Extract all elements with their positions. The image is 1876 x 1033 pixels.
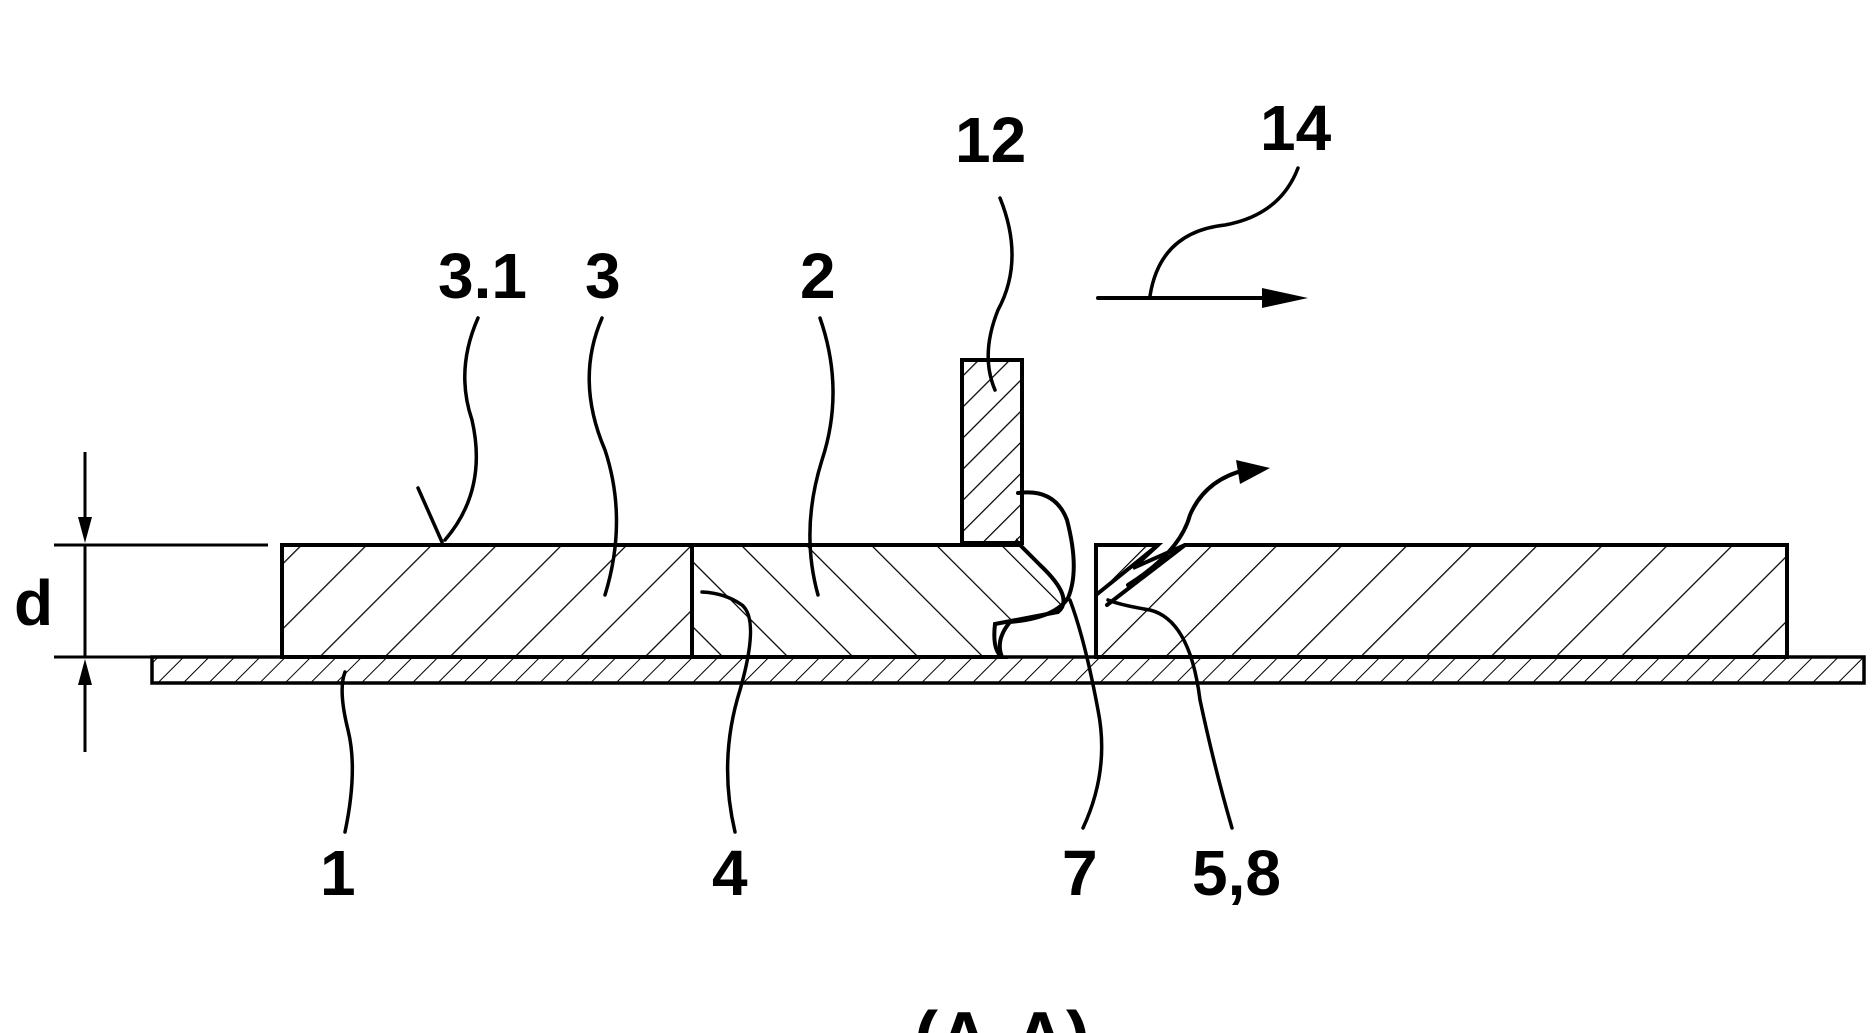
dimension-label-d: d xyxy=(14,567,53,639)
dim-upper-arrowhead xyxy=(78,517,92,543)
leader-14 xyxy=(1150,168,1298,296)
label-1: 1 xyxy=(320,837,356,909)
label-5-8: 5,8 xyxy=(1192,837,1281,909)
label-3: 3 xyxy=(585,240,621,312)
leader-1 xyxy=(342,672,352,832)
label-4: 4 xyxy=(712,837,748,909)
leader-3-1-tick xyxy=(418,488,442,542)
label-7: 7 xyxy=(1062,837,1098,909)
tool-12 xyxy=(962,360,1022,543)
substrate-layer xyxy=(152,657,1864,683)
right-plate xyxy=(1096,545,1787,657)
label-14: 14 xyxy=(1260,92,1332,164)
label-12: 12 xyxy=(955,104,1026,176)
leader-3-1 xyxy=(445,318,478,540)
flow-arrow-head xyxy=(1236,460,1270,484)
direction-arrow-head xyxy=(1262,288,1308,308)
dim-lower-arrowhead xyxy=(78,659,92,685)
label-3-1: 3.1 xyxy=(438,240,527,312)
plate-2 xyxy=(692,543,1064,657)
section-caption: (A-A) xyxy=(914,998,1090,1033)
label-2: 2 xyxy=(800,240,836,312)
plate-3 xyxy=(282,545,692,657)
